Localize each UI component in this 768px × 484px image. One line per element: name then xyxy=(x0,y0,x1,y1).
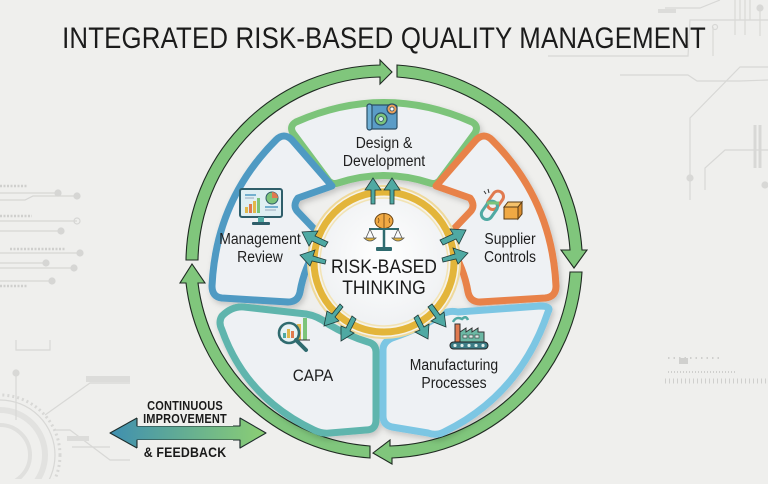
segment-supplier-controls[interactable] xyxy=(432,132,560,306)
segment-manufacturing-processes[interactable] xyxy=(379,302,553,438)
segment-label-line1: CAPA xyxy=(292,366,334,385)
arrow-to-capa xyxy=(340,315,357,342)
segment-label-capa: CAPA xyxy=(273,367,354,385)
segment-label-line2: Processes xyxy=(421,375,487,392)
segment-management-review[interactable] xyxy=(208,132,336,306)
feedback-label: & FEEDBACK xyxy=(143,444,227,460)
continuous-improvement-arrow xyxy=(109,401,267,464)
segment-capa[interactable] xyxy=(216,303,380,437)
brain-scales-icon xyxy=(363,213,405,251)
continuous-improvement-label: CONTINUOUS IMPROVEMENT xyxy=(143,400,227,426)
arrow-to-manufacturing xyxy=(427,303,447,328)
blueprint-gears-icon xyxy=(366,103,398,131)
segment-label-line2: Development xyxy=(342,153,426,170)
cycle-arrow-right xyxy=(396,64,589,269)
segment-label-line1: Supplier xyxy=(484,231,536,248)
arrow-to-supplier xyxy=(441,247,469,265)
chain-link-box-icon xyxy=(479,188,524,221)
segment-label-supplier: Supplier Controls xyxy=(465,231,555,267)
arrow-to-design xyxy=(383,177,401,205)
page-title: INTEGRATED RISK-BASED QUALITY MANAGEMENT xyxy=(62,22,706,55)
circuit-decoration-right xyxy=(548,0,768,384)
ci-line1: CONTINUOUS xyxy=(147,399,223,413)
segment-label-line1: Manufacturing xyxy=(409,357,499,374)
segment-label-manufacturing: Manufacturing Processes xyxy=(400,357,508,393)
center-label-line1: RISK-BASED xyxy=(331,257,437,278)
connector-arrows xyxy=(299,177,469,342)
segment-label-line2: Review xyxy=(237,249,283,266)
ci-line2: IMPROVEMENT xyxy=(143,412,227,426)
segments xyxy=(208,99,560,438)
arrow-to-supplier xyxy=(439,228,467,246)
circuit-decoration-bottom-left xyxy=(0,340,130,484)
arrow-to-management xyxy=(299,249,327,267)
circuit-decoration-left xyxy=(0,184,84,288)
segment-label-line1: Management xyxy=(219,231,301,248)
arrow-to-capa xyxy=(323,303,344,327)
cycle-arrow-top xyxy=(185,58,393,261)
factory-conveyor-icon xyxy=(449,316,489,350)
monitor-dashboard-icon xyxy=(239,188,283,225)
magnifier-chart-icon xyxy=(277,318,310,352)
center-label: RISK-BASED THINKING xyxy=(329,257,439,299)
cycle-arrow-left xyxy=(179,262,371,459)
segment-label-design: Design & Development xyxy=(330,135,438,171)
arrow-to-design xyxy=(364,177,382,205)
segment-label-management: Management Review xyxy=(212,231,307,267)
arrow-to-manufacturing xyxy=(413,314,430,340)
segment-label-line2: Controls xyxy=(484,249,536,266)
center-label-line2: THINKING xyxy=(342,278,426,299)
cycle-ring xyxy=(179,58,589,465)
cycle-arrow-bottom xyxy=(372,271,583,465)
arrow-to-management xyxy=(301,230,329,248)
segment-label-line1: Design & xyxy=(355,135,413,152)
